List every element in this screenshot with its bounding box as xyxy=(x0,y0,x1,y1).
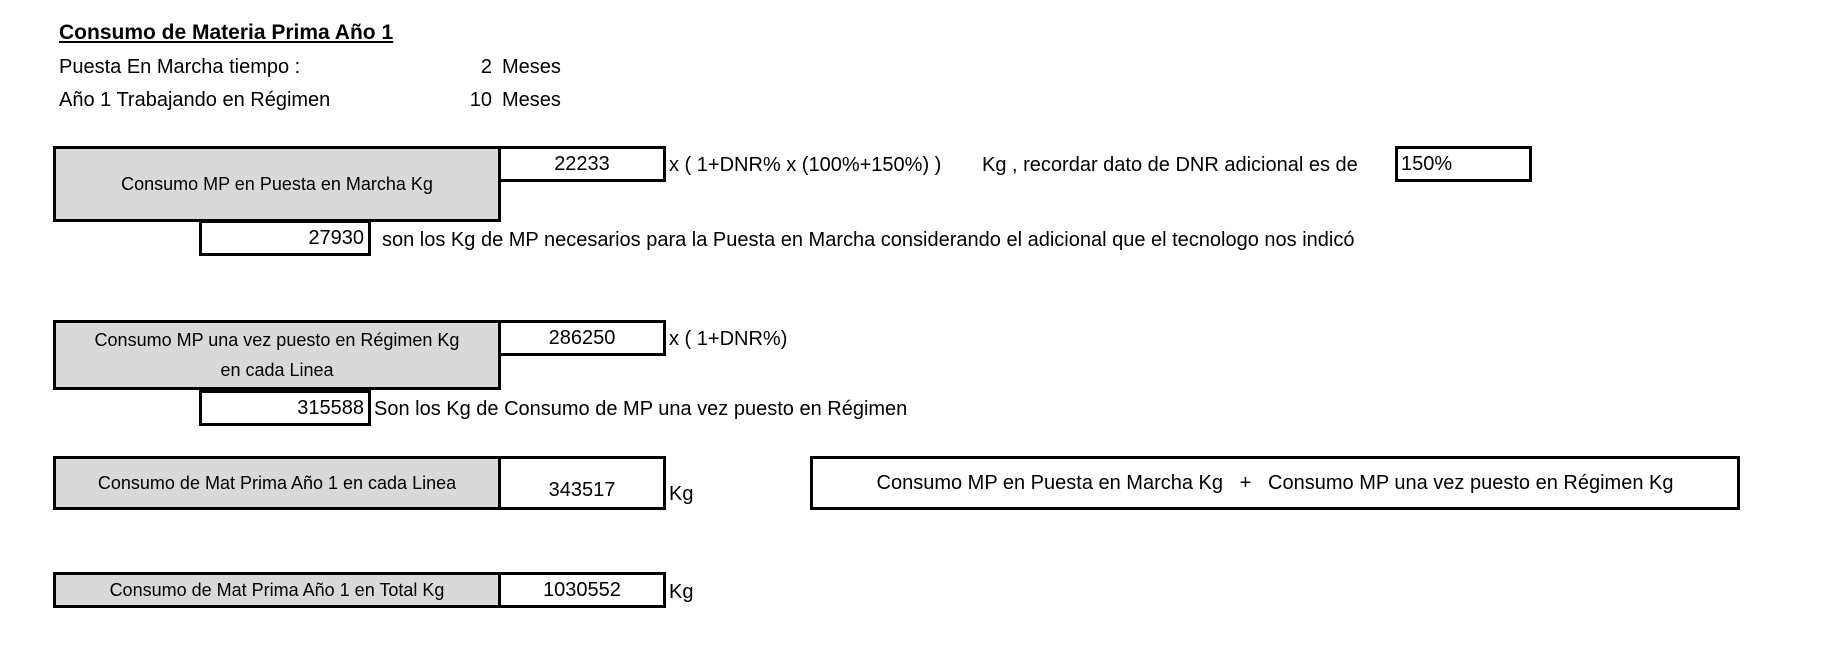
regimen-consumption-label: Consumo MP una vez puesto en Régimen Kg … xyxy=(53,320,501,390)
puesta-time-label: Puesta En Marcha tiempo : xyxy=(59,56,301,78)
puesta-result-value[interactable]: 27930 xyxy=(199,220,371,256)
puesta-result-text: son los Kg de MP necesarios para la Pues… xyxy=(382,229,1355,251)
puesta-formula-text: x ( 1+DNR% x (100%+150%) ) xyxy=(669,154,942,176)
dnr-note-text: Kg , recordar dato de DNR adicional es d… xyxy=(982,154,1358,176)
year1-total-consumption-value[interactable]: 1030552 xyxy=(498,572,666,608)
regimen-consumption-label-text: Consumo MP una vez puesto en Régimen Kg … xyxy=(94,330,460,380)
regimen-time-label: Año 1 Trabajando en Régimen xyxy=(59,89,331,111)
regimen-time-value: 10 xyxy=(469,89,492,111)
regimen-formula-text: x ( 1+DNR%) xyxy=(669,328,788,350)
regimen-result-text: Son los Kg de Consumo de MP una vez pues… xyxy=(374,398,908,420)
page-title: Consumo de Materia Prima Año 1 xyxy=(59,21,394,44)
puesta-time-unit: Meses xyxy=(502,56,561,78)
year1-line-consumption-label: Consumo de Mat Prima Año 1 en cada Linea xyxy=(53,456,501,510)
puesta-time-value: 2 xyxy=(480,56,492,78)
regimen-time-unit: Meses xyxy=(502,89,561,111)
sum-formula-box: Consumo MP en Puesta en Marcha Kg + Cons… xyxy=(810,456,1740,510)
regimen-consumption-value[interactable]: 286250 xyxy=(498,320,666,356)
puesta-consumption-value[interactable]: 22233 xyxy=(498,146,666,182)
puesta-consumption-label: Consumo MP en Puesta en Marcha Kg xyxy=(53,146,501,222)
year1-total-unit: Kg xyxy=(669,581,694,603)
year1-line-consumption-value[interactable]: 343517 xyxy=(498,456,666,510)
year1-total-consumption-label-text: Consumo de Mat Prima Año 1 en Total Kg xyxy=(109,580,445,600)
regimen-result-value[interactable]: 315588 xyxy=(199,390,371,426)
puesta-consumption-label-text: Consumo MP en Puesta en Marcha Kg xyxy=(121,174,433,194)
year1-total-consumption-label: Consumo de Mat Prima Año 1 en Total Kg xyxy=(53,572,501,608)
dnr-additional-value[interactable]: 150% xyxy=(1395,146,1532,182)
year1-line-consumption-label-text: Consumo de Mat Prima Año 1 en cada Linea xyxy=(97,473,457,493)
year1-line-unit: Kg xyxy=(669,483,694,505)
